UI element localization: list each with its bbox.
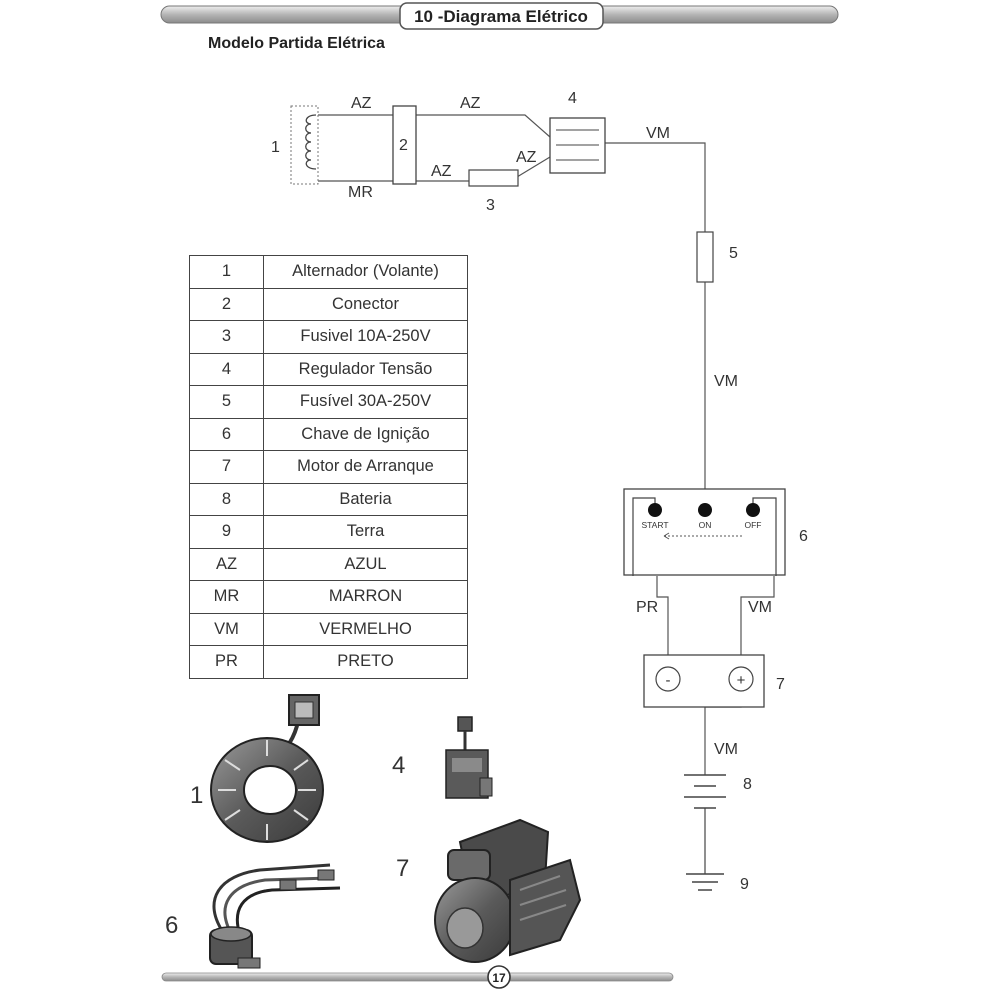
switch-position-on: ON — [699, 520, 712, 530]
component-number: 4 — [568, 90, 577, 107]
wire-label-az: AZ — [516, 149, 537, 166]
legend-key: 6 — [189, 417, 264, 451]
wire-label-az: AZ — [351, 95, 372, 112]
wire-label-vm: VM — [714, 741, 738, 758]
photo-label: 6 — [165, 912, 178, 939]
switch-position-start: START — [641, 520, 668, 530]
legend-value: VERMELHO — [263, 612, 468, 646]
legend-key: 3 — [189, 320, 264, 354]
legend-value: Fusível 30A-250V — [263, 385, 468, 419]
wire-label-mr: MR — [348, 184, 373, 201]
legend-value: PRETO — [263, 645, 468, 679]
page-number: 17 — [492, 971, 506, 985]
legend-value: Bateria — [263, 482, 468, 516]
ignition-switch-photo — [209, 863, 341, 969]
negative-terminal: - — [666, 672, 671, 689]
legend-key: 8 — [189, 482, 264, 516]
legend-value: AZUL — [263, 547, 468, 581]
legend-key: 5 — [189, 385, 264, 419]
legend-key: VM — [189, 612, 264, 646]
component-number: 9 — [740, 876, 749, 893]
wire-label-pr: PR — [636, 599, 658, 616]
component-number: 2 — [399, 137, 408, 154]
circuit-wires — [318, 114, 706, 504]
legend-key: AZ — [189, 547, 264, 581]
battery-symbol — [684, 774, 726, 874]
fuse-30a-symbol — [696, 231, 714, 283]
voltage-regulator-symbol — [549, 117, 606, 174]
footer-bar: 17 — [161, 965, 674, 989]
alternator-stator-photo — [210, 694, 324, 843]
legend-key: 1 — [189, 255, 264, 289]
component-number: 7 — [776, 676, 785, 693]
page-title: 10 -Diagrama Elétrico — [414, 7, 588, 26]
photo-label: 1 — [190, 782, 203, 809]
legend-value: Motor de Arranque — [263, 450, 468, 484]
legend-key: PR — [189, 645, 264, 679]
component-number: 3 — [486, 197, 495, 214]
legend-value: Chave de Ignição — [263, 417, 468, 451]
component-number: 5 — [729, 245, 738, 262]
legend-key: 4 — [189, 352, 264, 386]
photo-label: 7 — [396, 855, 409, 882]
wire-label-az: AZ — [460, 95, 481, 112]
alternator-coil-symbol — [290, 105, 319, 185]
starter-motor-symbol: - + — [643, 654, 765, 708]
ignition-switch-symbol: START ON OFF — [623, 488, 786, 576]
voltage-regulator-photo — [445, 716, 493, 799]
ground-icon — [686, 873, 724, 891]
legend-value: Alternador (Volante) — [263, 255, 468, 289]
component-number: 8 — [743, 776, 752, 793]
legend-key: 2 — [189, 287, 264, 321]
connector-symbol — [392, 105, 417, 185]
legend-value: Fusivel 10A-250V — [263, 320, 468, 354]
wire-label-vm: VM — [646, 125, 670, 142]
header-bar: 10 -Diagrama Elétrico — [160, 2, 839, 30]
switch-position-off: OFF — [745, 520, 762, 530]
component-number: 6 — [799, 528, 808, 545]
wire-label-az: AZ — [431, 163, 452, 180]
legend-key: MR — [189, 580, 264, 614]
fuse-10a-symbol — [468, 169, 519, 187]
legend-key: 9 — [189, 515, 264, 549]
component-number: 1 — [271, 139, 280, 156]
starter-motor-photo — [434, 818, 582, 963]
positive-terminal: + — [737, 672, 746, 689]
wire-label-vm: VM — [748, 599, 772, 616]
legend-value: Terra — [263, 515, 468, 549]
legend-value: Conector — [263, 287, 468, 321]
photo-label: 4 — [392, 752, 405, 779]
legend-value: MARRON — [263, 580, 468, 614]
legend-value: Regulador Tensão — [263, 352, 468, 386]
wire-label-vm: VM — [714, 373, 738, 390]
legend-key: 7 — [189, 450, 264, 484]
page-subtitle: Modelo Partida Elétrica — [208, 35, 385, 52]
